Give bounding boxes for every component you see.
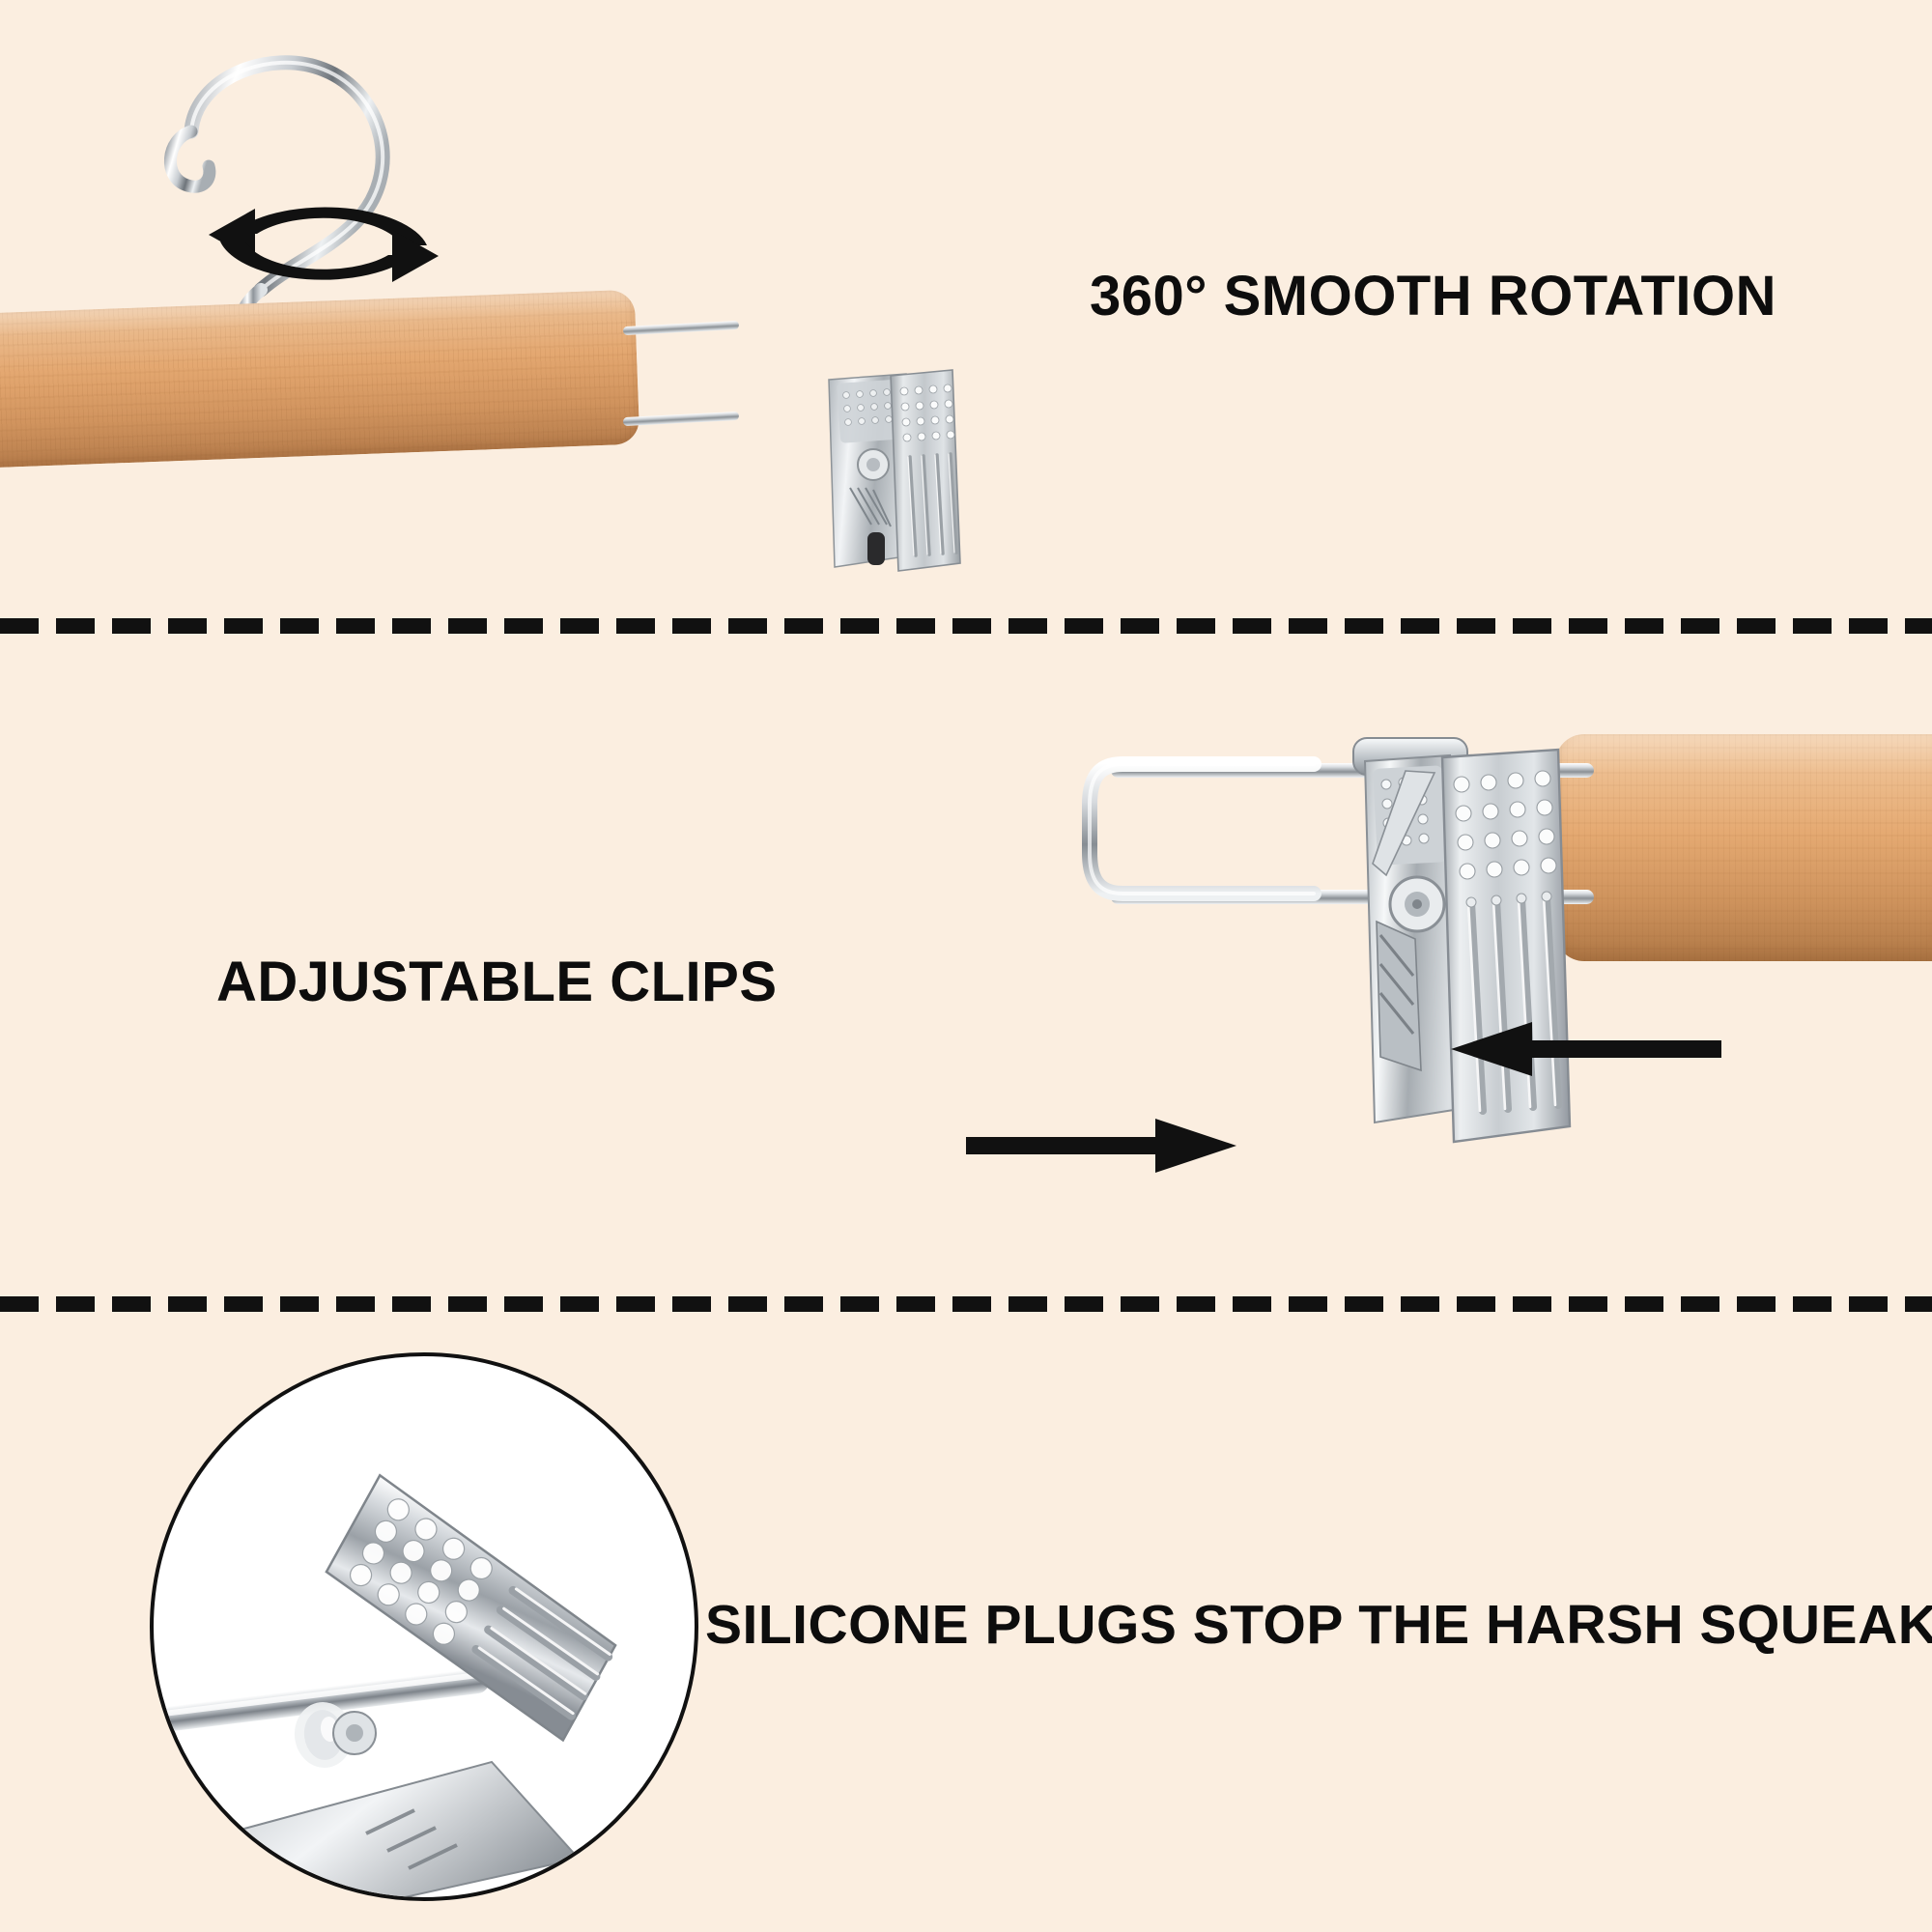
clip-rod-top [622, 320, 740, 336]
rotation-arrows-icon [209, 207, 439, 282]
chrome-clip-icon [154, 1473, 617, 1897]
feature-label-silicone: SILICONE PLUGS STOP THE HARSH SQUEAK [705, 1594, 1932, 1656]
chrome-clip-icon [1352, 737, 1572, 1144]
panel-silicone [0, 1296, 1932, 1932]
circle-inset-icon [150, 1352, 698, 1901]
wire-stirrup-icon [1082, 756, 1321, 901]
feature-label-clips: ADJUSTABLE CLIPS [216, 951, 778, 1013]
feature-label-rotation: 360° SMOOTH ROTATION [1090, 265, 1776, 327]
panel-rotation [0, 0, 1932, 618]
divider-top [0, 618, 1932, 634]
divider-bottom [0, 1296, 1932, 1312]
arrow-right-icon [966, 1119, 1236, 1173]
wooden-hanger-bar-icon [0, 289, 640, 469]
clip-rod-bottom [622, 411, 740, 427]
wooden-hanger-bar-icon [1555, 734, 1932, 961]
arrow-left-icon [1451, 1022, 1721, 1076]
chrome-clip-icon [828, 369, 961, 572]
